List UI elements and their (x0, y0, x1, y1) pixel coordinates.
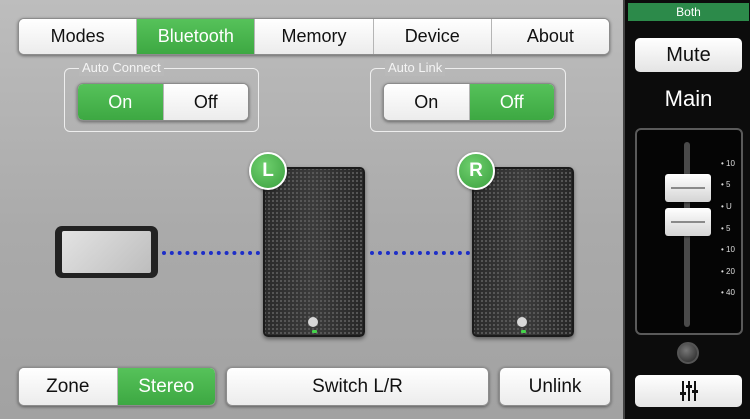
speaker-link-dots (370, 251, 470, 255)
auto-link-label: Auto Link (385, 60, 446, 76)
fader-handle-lower[interactable] (665, 208, 711, 236)
tab-bluetooth[interactable]: Bluetooth (137, 19, 256, 54)
right-speaker[interactable] (472, 167, 574, 337)
auto-link-on-button[interactable]: On (384, 84, 470, 120)
auto-connect-label: Auto Connect (79, 60, 164, 76)
tab-device[interactable]: Device (373, 19, 492, 54)
stereo-button[interactable]: Stereo (117, 368, 215, 405)
master-channel-strip: Both Mute Main • 10 • 5 • U • 5 • 10 • 2… (623, 0, 750, 419)
zone-button[interactable]: Zone (19, 368, 118, 405)
zone-stereo-toggle: Zone Stereo (18, 367, 216, 406)
top-tab-bar: Modes Bluetooth Memory Device About (18, 18, 610, 55)
output-label[interactable]: Both (628, 3, 749, 21)
unlink-button[interactable]: Unlink (499, 367, 611, 406)
tab-modes[interactable]: Modes (19, 19, 138, 54)
auto-link-toggle: On Off (383, 83, 555, 121)
speaker-logo-icon (517, 317, 527, 327)
fader-handle[interactable] (665, 174, 711, 202)
sliders-icon (679, 381, 698, 401)
scale-tick: • 5 (721, 180, 731, 189)
phone-icon (55, 226, 158, 278)
scale-tick: • U (721, 202, 732, 211)
auto-connect-off-button[interactable]: Off (163, 84, 248, 120)
auto-connect-group: Auto Connect On Off (64, 60, 259, 132)
auto-link-group: Auto Link On Off (370, 60, 566, 132)
scale-tick: • 10 (721, 159, 735, 168)
right-channel-badge: R (457, 152, 495, 190)
meter-led-icon (677, 342, 699, 364)
fader-panel: • 10 • 5 • U • 5 • 10 • 20 • 40 (635, 128, 743, 335)
eq-button[interactable] (635, 375, 742, 407)
speaker-led (521, 330, 526, 333)
auto-connect-toggle: On Off (77, 83, 249, 121)
tab-about[interactable]: About (491, 19, 609, 54)
left-channel-badge: L (249, 152, 287, 190)
switch-lr-button[interactable]: Switch L/R (226, 367, 489, 406)
bluetooth-panel: Modes Bluetooth Memory Device About Auto… (0, 0, 623, 419)
auto-connect-on-button[interactable]: On (78, 84, 164, 120)
speaker-logo-icon (308, 317, 318, 327)
scale-tick: • 20 (721, 267, 735, 276)
scale-tick: • 40 (721, 288, 735, 297)
scale-tick: • 10 (721, 245, 735, 254)
speaker-led (312, 330, 317, 333)
tab-memory[interactable]: Memory (255, 19, 374, 54)
scale-tick: • 5 (721, 224, 731, 233)
channel-label: Main (664, 86, 713, 111)
phone-link-dots (162, 251, 260, 255)
mute-button[interactable]: Mute (635, 38, 742, 72)
left-speaker[interactable] (263, 167, 365, 337)
auto-link-off-button[interactable]: Off (469, 84, 554, 120)
